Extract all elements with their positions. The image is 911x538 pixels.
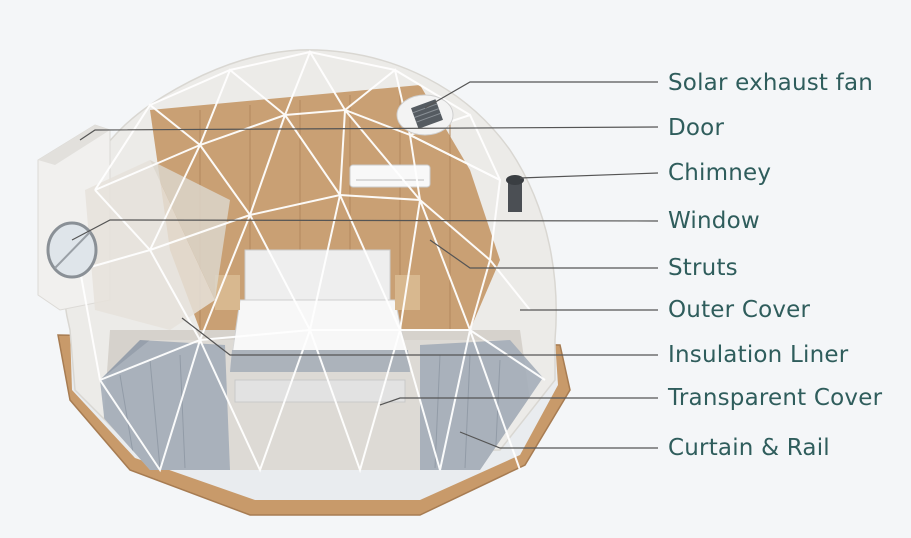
label-curtain-rail: Curtain & Rail (668, 435, 830, 461)
leader-chimney (519, 172, 659, 179)
leader-lines (71, 81, 659, 449)
leader-struts (429, 239, 658, 269)
bed-bench (234, 379, 406, 403)
label-struts: Struts (668, 255, 738, 281)
transparent-cover (100, 340, 545, 470)
label-chimney: Chimney (668, 160, 772, 186)
leader-curtain-rail (459, 431, 658, 449)
struts (79, 49, 546, 474)
label-window: Window (668, 208, 760, 234)
leader-transparent-cover (379, 397, 658, 406)
insulation-liner-panel (85, 160, 215, 330)
curtain-left (100, 340, 230, 470)
label-insulation-liner: Insulation Liner (668, 342, 849, 368)
leader-window (71, 219, 659, 241)
label-door: Door (668, 115, 725, 141)
window-porthole (46, 221, 98, 279)
leader-door (79, 126, 659, 141)
label-outer-cover: Outer Cover (668, 297, 811, 323)
leader-insulation-liner (181, 317, 658, 356)
label-transparent-cover: Transparent Cover (668, 385, 883, 411)
leader-solar-exhaust-fan (424, 81, 658, 109)
label-solar-exhaust-fan: Solar exhaust fan (668, 70, 874, 96)
solar-exhaust-fan (396, 94, 454, 136)
chimney (506, 175, 524, 212)
